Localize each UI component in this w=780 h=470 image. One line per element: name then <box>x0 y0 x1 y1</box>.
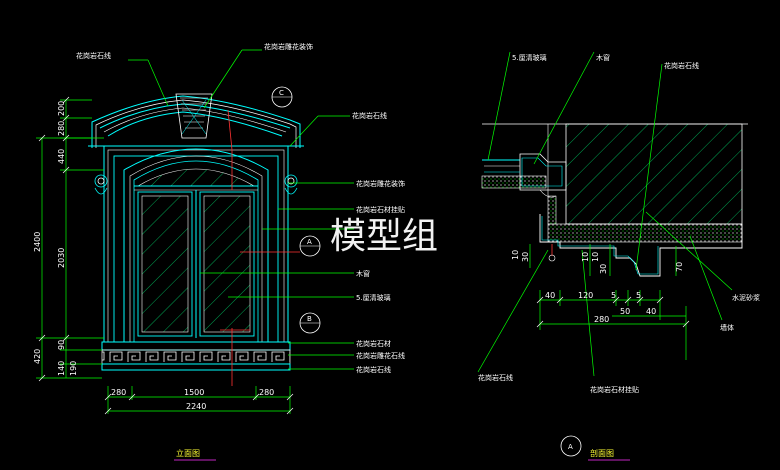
dim-left-420: 420 <box>33 349 42 364</box>
section-dim-5a: 5 <box>611 291 616 300</box>
elevation-title: 立面图 <box>176 448 200 458</box>
dim-bottom-center: 1500 <box>184 388 204 397</box>
dim-left-2030: 2030 <box>57 248 66 268</box>
label-carved-deco-right: 花岗岩雕花装饰 <box>356 179 405 188</box>
side-corbels <box>94 174 298 195</box>
section-title-mark-letter: A <box>568 443 573 451</box>
section-title-mark <box>560 435 582 457</box>
dim-left-440: 440 <box>57 149 66 164</box>
section-title: 剖面图 <box>590 448 614 458</box>
section-vdim-30b: 30 <box>599 264 608 274</box>
elevation-bottom-dimensions <box>104 386 294 415</box>
elevation-leaders <box>128 49 354 370</box>
section-dim-50: 50 <box>620 307 630 316</box>
section-mark-b: B <box>307 315 312 323</box>
section-label-wall: 墙体 <box>720 323 734 332</box>
label-wood-window: 木窗 <box>356 269 370 278</box>
section-dim-total: 280 <box>594 315 609 324</box>
label-glass: 5.厘清玻璃 <box>356 293 391 302</box>
dim-left-200: 200 <box>57 101 66 116</box>
section-label-stone-line-top: 花岗岩石线 <box>664 61 699 70</box>
dim-bottom-total: 2240 <box>186 402 206 411</box>
section-label-cement-mortar: 水泥砂浆 <box>732 293 760 302</box>
window-sill <box>101 341 291 371</box>
dim-left-140: 140 <box>57 361 66 376</box>
section-vdim-10b: 10 <box>581 252 590 262</box>
section-vdim-10c: 10 <box>591 252 600 262</box>
section-point-mark <box>548 254 556 262</box>
section-dim-40b: 40 <box>646 307 656 316</box>
dim-left-280: 280 <box>57 121 66 136</box>
label-stone-line-bottom: 花岗岩石线 <box>356 365 391 374</box>
dim-bottom-left: 280 <box>111 388 126 397</box>
watermark: 模型组 <box>330 216 438 257</box>
section-cut-lines <box>220 109 300 386</box>
section-vdim-30a: 30 <box>521 252 530 262</box>
dim-bottom-right: 280 <box>259 388 274 397</box>
label-stone-trim: 花岗岩石材挂贴 <box>356 205 405 214</box>
section-label-wood-window: 木窗 <box>596 53 610 62</box>
elevation-left-dimensions <box>36 96 104 382</box>
section-vdim-70: 70 <box>675 262 684 272</box>
section-label-glass: 5.厘清玻璃 <box>512 53 547 62</box>
section-vdim-10a: 10 <box>511 250 520 260</box>
section-dim-40: 40 <box>545 291 555 300</box>
dim-left-90: 90 <box>57 340 66 350</box>
window-sashes <box>137 190 255 338</box>
section-dim-5b: 5 <box>636 291 641 300</box>
section-dim-120: 120 <box>578 291 593 300</box>
transom <box>134 168 258 191</box>
keystone-carving <box>175 93 213 139</box>
section-leaders <box>477 51 733 377</box>
section-marks <box>271 86 321 334</box>
label-stone-line-top: 花岗岩石线 <box>76 51 111 60</box>
label-stone-line-right: 花岗岩石线 <box>352 111 387 120</box>
section-mark-a: A <box>307 238 312 246</box>
elevation-view: C A B 花岗岩石线 花岗岩雕花装饰 花岗岩石线 花岗岩雕花装饰 花岗岩石材挂… <box>33 42 405 461</box>
section-dimensions <box>529 244 690 360</box>
label-stone-sill: 花岗岩石材 <box>356 339 391 348</box>
section-window-frame <box>481 123 748 198</box>
section-mark-c: C <box>279 89 284 97</box>
section-wall <box>539 123 743 277</box>
section-label-stone-trim-bottom: 花岗岩石材挂贴 <box>590 385 639 394</box>
dim-left-2400: 2400 <box>33 232 42 252</box>
label-carved-decor: 花岗岩雕花装饰 <box>264 42 313 51</box>
label-carved-line: 花岗岩雕花石线 <box>356 351 405 360</box>
section-label-stone-line-bottom: 花岗岩石线 <box>478 373 513 382</box>
dim-left-190: 190 <box>69 361 78 376</box>
section-view: 5.厘清玻璃 木窗 花岗岩石线 水泥砂浆 墙体 花岗岩石线 花岗岩石材挂贴 <box>477 51 760 461</box>
